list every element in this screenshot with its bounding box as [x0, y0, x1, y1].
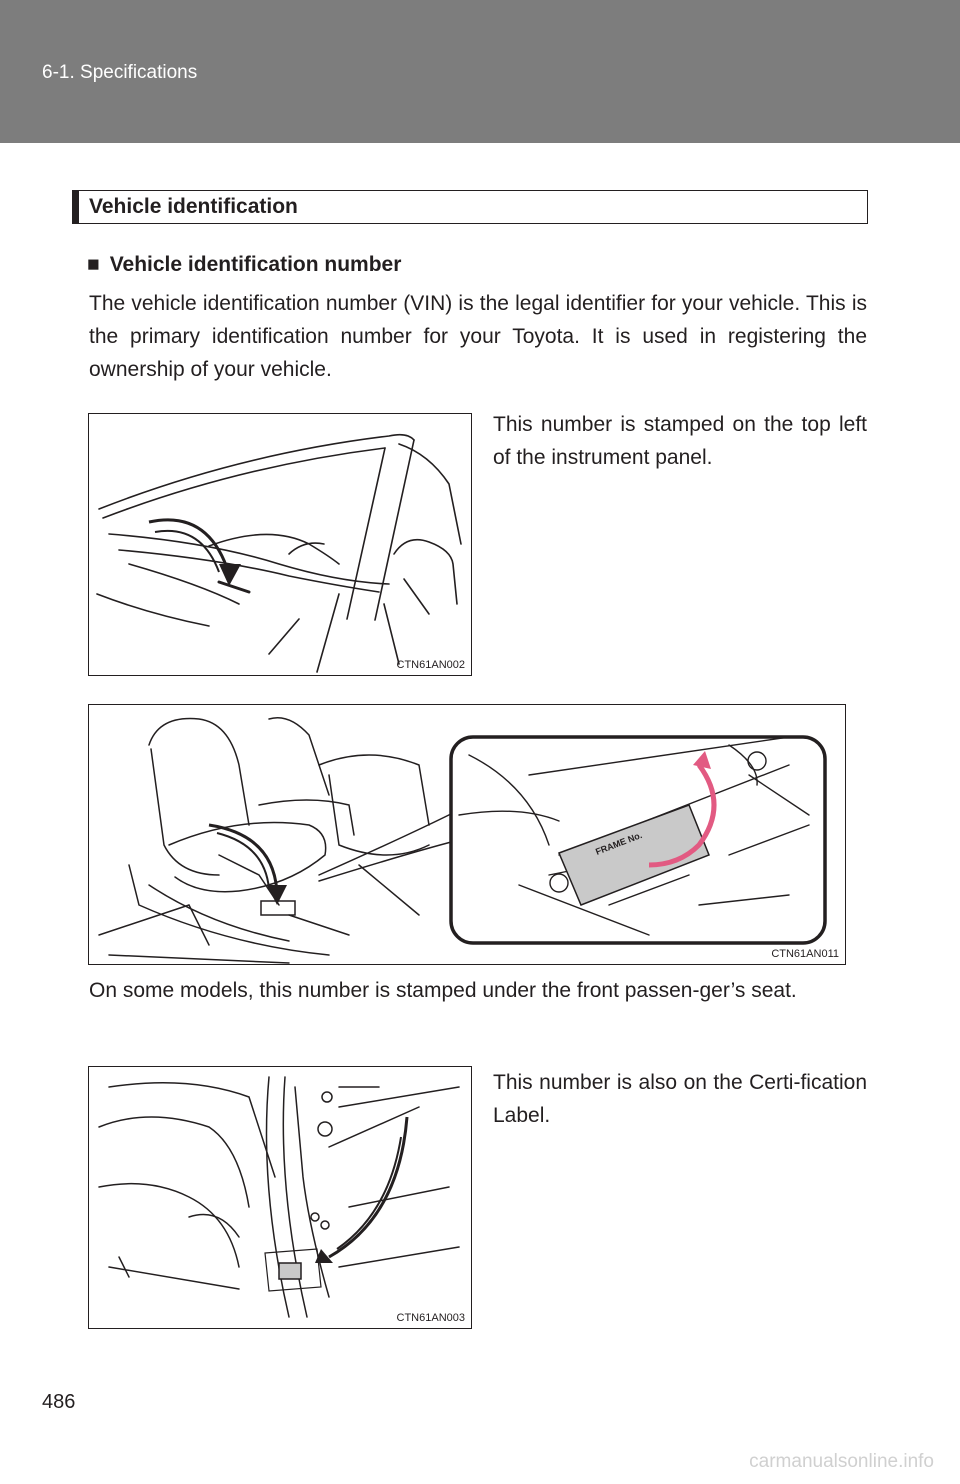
instrument-panel-paragraph: This number is stamped on the top left o… [493, 413, 867, 469]
subsection-heading: ■ Vehicle identification number [87, 253, 401, 277]
certification-paragraph: This number is also on the Certi-ficatio… [493, 1071, 867, 1127]
figure-code: CTN61AN011 [771, 948, 839, 960]
section-heading-box: Vehicle identification [72, 190, 868, 224]
passenger-seat-illustration: FRAME No. [98, 717, 827, 964]
certification-label-illustration [98, 1076, 460, 1318]
page-header: 6-1. Specifications [0, 0, 960, 143]
passenger-seat-paragraph: On some models, this number is stamped u… [89, 979, 797, 1002]
square-bullet-icon: ■ [87, 253, 100, 276]
intro-paragraph: The vehicle identification number (VIN) … [89, 292, 867, 381]
figure-certification-label: CTN61AN003 [88, 1066, 472, 1329]
section-title: Vehicle identification [89, 195, 298, 218]
figure-code: CTN61AN003 [396, 1312, 465, 1324]
subsection-title: Vehicle identification number [109, 253, 402, 276]
page-number: 486 [42, 1391, 76, 1413]
page-footer [0, 1430, 960, 1484]
figure-code: CTN61AN002 [396, 659, 465, 671]
section-heading-bar [73, 191, 79, 223]
watermark-text: carmanualsonline.info [749, 1451, 934, 1472]
instrument-panel-illustration [96, 433, 462, 673]
header-section-title: 6-1. Specifications [42, 62, 198, 83]
figure-instrument-panel: CTN61AN002 [88, 413, 472, 676]
figure-passenger-seat: FRAME No. CTN61AN011 [88, 704, 846, 965]
